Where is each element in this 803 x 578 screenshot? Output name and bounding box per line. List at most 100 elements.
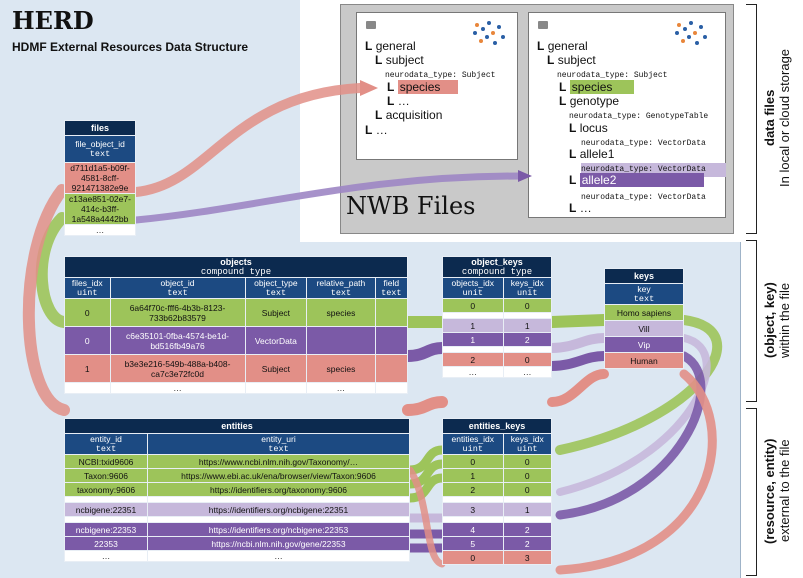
ribbon-keys-red xyxy=(547,369,609,407)
ribbon-keys-purple-loop xyxy=(555,351,706,520)
col-header: object_id xyxy=(160,278,195,289)
cell: https://www.ncbi.nlm.nih.gov/Taxonomy/… xyxy=(147,454,410,469)
cell: … xyxy=(442,366,504,378)
ribbon-objects-purple xyxy=(402,342,448,362)
object-keys-title: object_keys xyxy=(471,257,523,268)
tree-subject: subject xyxy=(557,53,596,67)
table-row: … xyxy=(64,224,136,236)
cell: 2 xyxy=(442,482,504,497)
nwb-files-title: NWB Files xyxy=(346,192,476,220)
cell: 0 xyxy=(502,352,553,367)
folder-icon xyxy=(538,21,548,29)
nwb-file-1: L general L subject neurodata_type: Subj… xyxy=(356,12,518,160)
cell xyxy=(306,326,376,355)
label-object-key-line1: (object, key) xyxy=(762,282,777,358)
ribbon-keys-lp-loop xyxy=(556,334,711,496)
tree-subject-type: neurodata_type: Subject xyxy=(385,71,496,80)
tree-general: general xyxy=(547,39,588,53)
col-header: entity_uri xyxy=(261,434,296,445)
ribbon-keys-red-loop xyxy=(555,369,717,575)
objects-title: objects xyxy=(220,257,252,268)
nwb-logo-icon xyxy=(671,19,711,49)
table-row: …… xyxy=(64,550,410,562)
objects-subtitle: compound type xyxy=(200,267,272,277)
col-header: keys_idx xyxy=(510,434,544,445)
tree-dots: … xyxy=(397,94,410,108)
cell: … xyxy=(64,550,148,562)
cell: https://identifiers.org/ncbigene:22353 xyxy=(147,522,410,537)
label-data-files-line1: data files xyxy=(762,89,777,147)
col-type: uint xyxy=(77,288,98,298)
cell: ncbigene:22353 xyxy=(64,522,148,537)
col-header: files_idx xyxy=(71,278,103,289)
cell: … xyxy=(502,366,553,378)
col-header: object_type xyxy=(254,278,298,289)
files-title: files xyxy=(64,120,136,136)
cell: Subject xyxy=(244,354,308,383)
cell: … xyxy=(147,550,410,562)
entities-keys-title: entities_keys xyxy=(442,418,552,434)
nwb-file-2: L general L subject neurodata_type: Subj… xyxy=(528,12,726,218)
col-header: objects_idx xyxy=(451,278,495,289)
cell xyxy=(374,298,409,327)
tree-general: general xyxy=(375,39,416,53)
tree-locus: locus xyxy=(579,121,608,135)
cell: 2 xyxy=(502,536,553,551)
col-type: text xyxy=(330,288,352,298)
tree-species: species xyxy=(397,80,459,94)
table-row: d711d1a5-b09f-4581-8cff-921471382e9e xyxy=(64,162,136,194)
brace-object-key xyxy=(746,240,757,402)
cell: 0 xyxy=(442,454,504,469)
tree-dots: … xyxy=(579,201,592,215)
ribbon-red xyxy=(22,184,70,416)
tree-acquisition: acquisition xyxy=(385,108,443,122)
col-header: entities_idx xyxy=(451,434,495,445)
cell: 1 xyxy=(502,502,553,517)
cell xyxy=(64,382,111,394)
col-type: unit xyxy=(517,288,538,298)
cell xyxy=(244,382,308,394)
entities-title: entities xyxy=(64,418,410,434)
cell: https://identifiers.org/ncbigene:22351 xyxy=(147,502,410,517)
cell: 1 xyxy=(442,318,504,333)
cell: NCBI:txid9606 xyxy=(64,454,148,469)
cell: Vill xyxy=(604,320,684,337)
cell: 0 xyxy=(502,482,553,497)
brace-resource-entity xyxy=(746,408,757,576)
cell: 5 xyxy=(442,536,504,551)
label-resource-entity: (resource, entity) external to the file xyxy=(762,408,796,574)
brace-data-files xyxy=(746,4,757,234)
label-data-files-line2: In local or cloud storage xyxy=(777,48,792,188)
ribbon-keys-lp xyxy=(547,333,609,353)
tree-locus-type: neurodata_type: VectorData xyxy=(581,139,706,148)
label-resource-entity-line1: (resource, entity) xyxy=(762,438,777,544)
cell: https://ncbi.nlm.nih.gov/gene/22353 xyxy=(147,536,410,551)
cell: 1 xyxy=(502,318,553,333)
cell: 2 xyxy=(442,352,504,367)
cell: 22353 xyxy=(64,536,148,551)
tree-allele2: allele2 xyxy=(579,173,705,187)
ribbon-keys-purple xyxy=(547,351,609,371)
col-type: uint xyxy=(462,444,483,454)
cell: 3 xyxy=(502,550,553,565)
tree-allele2-type: neurodata_type: VectorData xyxy=(581,193,706,202)
cell: 1 xyxy=(64,354,111,383)
ribbon-files-to-file1 xyxy=(131,83,365,197)
cell: species xyxy=(306,298,376,327)
ribbon-entities-green-3 xyxy=(405,473,447,503)
arrow-head xyxy=(518,170,532,182)
col-type: text xyxy=(268,444,289,454)
